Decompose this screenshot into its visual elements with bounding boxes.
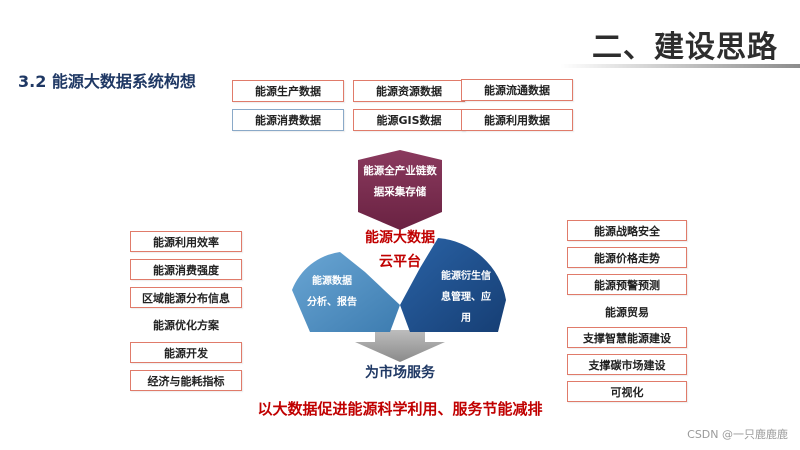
data-box-production: 能源生产数据 (232, 80, 344, 102)
right-item-forecast: 能源预警预测 (567, 274, 687, 295)
right-item-strategic-security: 能源战略安全 (567, 220, 687, 241)
collection-storage-line-1: 能源全产业链数 (363, 164, 437, 177)
left-item-efficiency: 能源利用效率 (130, 231, 242, 252)
watermark: CSDN @一只鹿鹿鹿 (687, 428, 788, 441)
market-service-caption: 为市场服务 (365, 365, 435, 381)
cloud-platform-label-line-1: 能源大数据 (365, 229, 435, 246)
left-item-optimization: 能源优化方案 (153, 318, 219, 332)
derived-info-line-2: 息管理、应 (441, 290, 491, 303)
right-item-smart-energy: 支撑智慧能源建设 (567, 327, 687, 348)
page-subtitle: 3.2 能源大数据系统构想 (18, 72, 196, 91)
title-underline (560, 64, 800, 68)
data-box-gis: 能源GIS数据 (353, 109, 465, 131)
right-item-visualization: 可视化 (567, 381, 687, 402)
collection-storage-line-2: 据采集存储 (374, 185, 427, 198)
right-item-carbon-market: 支撑碳市场建设 (567, 354, 687, 375)
data-box-consumption: 能源消费数据 (232, 109, 344, 131)
data-box-circulation: 能源流通数据 (461, 79, 573, 101)
right-item-trade: 能源贸易 (605, 305, 649, 319)
data-box-utilization: 能源利用数据 (461, 109, 573, 131)
section-title: 二、建设思路 (592, 30, 778, 65)
analysis-report-block (292, 252, 400, 332)
derived-info-block (400, 238, 506, 332)
data-box-resources: 能源资源数据 (353, 80, 465, 102)
left-item-distribution: 区域能源分布信息 (130, 287, 242, 308)
left-item-intensity: 能源消费强度 (130, 259, 242, 280)
derived-info-line-1: 能源衍生信 (441, 269, 491, 282)
analysis-report-line-1: 能源数据 (312, 274, 352, 287)
collection-storage-block (358, 150, 442, 230)
slogan: 以大数据促进能源科学利用、服务节能减排 (257, 400, 543, 418)
analysis-report-line-2: 分析、报告 (307, 295, 357, 308)
down-arrow-icon (355, 330, 445, 362)
right-item-price-trend: 能源价格走势 (567, 247, 687, 268)
left-item-development: 能源开发 (130, 342, 242, 363)
cloud-platform-diagram: 能源全产业链数 据采集存储 能源数据 分析、报告 能源衍生信 息管理、应 用 能… (292, 150, 506, 362)
derived-info-line-3: 用 (460, 312, 471, 324)
left-item-economic-indicators: 经济与能耗指标 (130, 370, 242, 391)
cloud-platform-label-line-2: 云平台 (379, 253, 421, 270)
